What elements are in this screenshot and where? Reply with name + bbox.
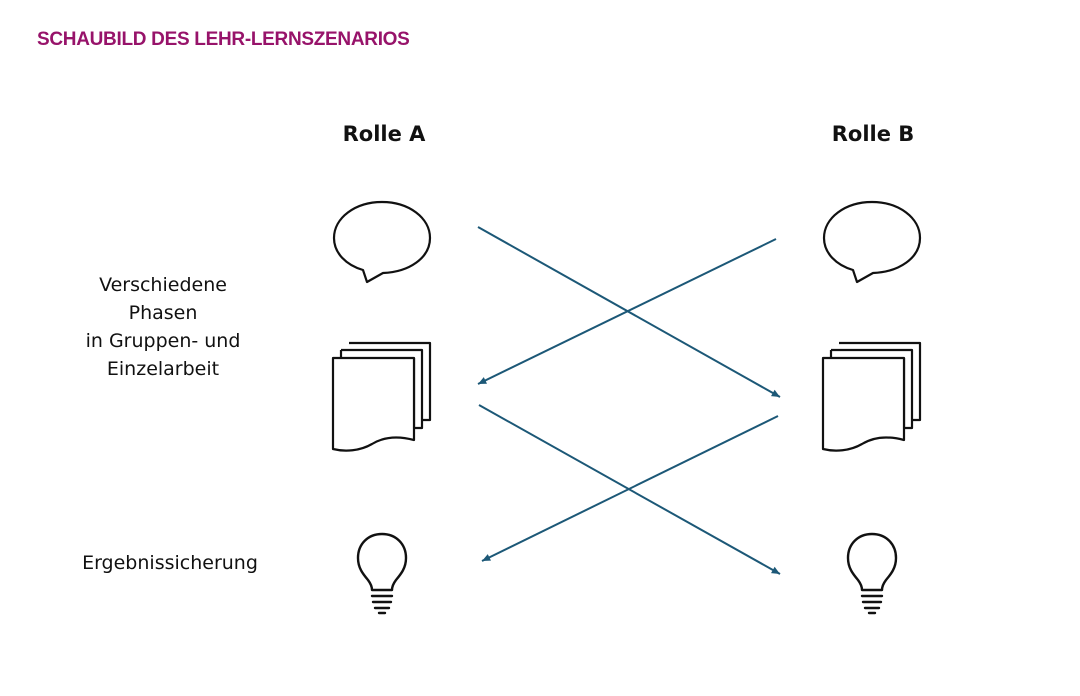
lightbulb-icon <box>846 532 898 615</box>
phases-label-line: Phasen <box>128 302 198 324</box>
phases-label-line: Einzelarbeit <box>106 358 220 380</box>
arrow-a-to-b <box>477 226 781 398</box>
arrowhead <box>771 389 780 397</box>
exchange-arrows <box>477 226 781 575</box>
results-label: Ergebnissicherung <box>82 552 258 574</box>
documents-stack-icon <box>331 341 432 452</box>
phases-label-line: Verschiedene <box>99 274 227 296</box>
role-b-heading: Rolle B <box>831 122 915 146</box>
page-title: SCHAUBILD DES LEHR-LERNSZENARIOS <box>37 29 410 50</box>
speech-bubble-icon <box>332 200 432 284</box>
documents-stack-icon <box>821 341 922 452</box>
role-a-heading: Rolle A <box>342 122 426 146</box>
speech-bubble-icon <box>822 200 922 284</box>
phases-label: Verschiedene Phasen in Gruppen- und Einz… <box>58 271 268 383</box>
phases-label-line: in Gruppen- und <box>85 330 241 352</box>
lightbulb-icon <box>356 532 408 615</box>
arrowhead <box>482 554 491 561</box>
arrow-b-to-a <box>481 415 779 562</box>
arrowhead <box>478 377 487 384</box>
arrowhead <box>771 566 780 574</box>
arrow-b-to-a <box>477 238 777 385</box>
